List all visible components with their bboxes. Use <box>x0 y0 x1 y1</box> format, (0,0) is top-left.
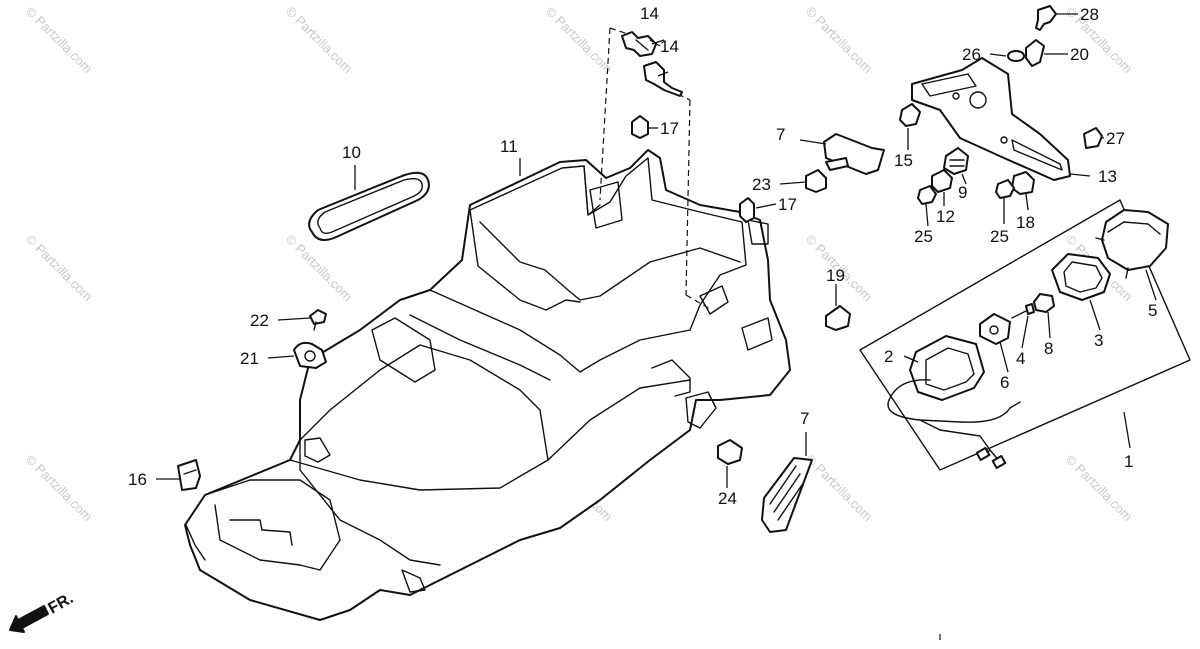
part-3-gasket[interactable] <box>1051 253 1111 301</box>
part-17-clip-upper[interactable] <box>631 115 649 139</box>
part-11-rear-fender[interactable] <box>184 149 791 621</box>
callout-28: 28 <box>1080 5 1099 24</box>
watermark: © Partzilla.com <box>23 4 96 77</box>
callout-7: 7 <box>800 409 809 428</box>
watermark: © Partzilla.com <box>283 4 356 77</box>
callout-27: 27 <box>1106 129 1125 148</box>
part-18-collar[interactable] <box>1011 171 1035 195</box>
callout-1: 1 <box>1124 452 1133 471</box>
part-15-nut[interactable] <box>899 103 921 127</box>
callout-24: 24 <box>718 489 737 508</box>
watermark: © Partzilla.com <box>23 452 96 525</box>
part-20-bracket[interactable] <box>1025 39 1045 67</box>
part-8-bolt[interactable] <box>1033 293 1055 313</box>
front-arrow-icon <box>9 605 49 633</box>
part-14-bolt-lower[interactable] <box>643 61 683 97</box>
part-9-grommet[interactable] <box>943 147 969 175</box>
part-26-washer[interactable] <box>1007 50 1025 62</box>
callout-18: 18 <box>1016 213 1035 232</box>
part-19-bulb[interactable] <box>825 305 851 331</box>
callout-9: 9 <box>958 183 967 202</box>
part-28-bolt[interactable] <box>1035 5 1057 31</box>
callout-21: 21 <box>240 349 259 368</box>
part-7-reflector-upper[interactable] <box>823 133 885 175</box>
callout-25: 25 <box>990 227 1009 246</box>
part-10-band[interactable] <box>308 171 430 241</box>
part-23-grommet[interactable] <box>805 169 827 193</box>
part-22-screw[interactable] <box>309 309 327 331</box>
callout-3: 3 <box>1094 331 1103 350</box>
callout-13: 13 <box>1098 167 1117 186</box>
part-4-screw[interactable] <box>1011 303 1035 319</box>
callout-8: 8 <box>1044 339 1053 358</box>
callout-4: 4 <box>1016 349 1025 368</box>
front-direction-indicator: FR. <box>9 590 77 633</box>
callout-25: 25 <box>914 227 933 246</box>
part-24-grommet[interactable] <box>717 439 743 465</box>
part-5-lens[interactable] <box>1095 209 1169 279</box>
callouts: 14 14 17 17 7 23 11 10 22 21 16 19 24 7 … <box>128 4 1157 508</box>
callout-14: 14 <box>660 37 679 56</box>
callout-11: 11 <box>500 137 518 156</box>
callout-19: 19 <box>826 266 845 285</box>
part-25-nut-right[interactable] <box>995 179 1015 199</box>
callout-5: 5 <box>1148 301 1157 320</box>
part-12-nut[interactable] <box>931 169 953 193</box>
callout-15: 15 <box>894 151 913 170</box>
callout-22: 22 <box>250 311 269 330</box>
part-1-taillight-assembly-outline <box>859 199 1191 471</box>
callout-2: 2 <box>884 347 893 366</box>
callout-14: 14 <box>640 4 659 23</box>
callout-12: 12 <box>936 207 955 226</box>
callout-6: 6 <box>1000 373 1009 392</box>
front-label: FR. <box>46 590 77 618</box>
watermark: © Partzilla.com <box>543 4 616 77</box>
callout-26: 26 <box>962 45 981 64</box>
callout-17: 17 <box>660 119 679 138</box>
part-13-license-bracket[interactable] <box>911 57 1071 181</box>
part-25-nut-left[interactable] <box>917 185 937 205</box>
callout-7: 7 <box>776 125 785 144</box>
part-14-bolt-upper[interactable] <box>621 31 657 57</box>
callout-23: 23 <box>752 175 771 194</box>
callout-20: 20 <box>1070 45 1089 64</box>
watermark: © Partzilla.com <box>283 232 356 305</box>
callout-10: 10 <box>342 143 361 162</box>
part-27-bolt[interactable] <box>1083 127 1103 149</box>
callout-16: 16 <box>128 470 147 489</box>
watermark: © Partzilla.com <box>803 452 876 525</box>
callout-17: 17 <box>778 195 797 214</box>
part-6-socket-plate[interactable] <box>979 313 1011 345</box>
part-21-clamp[interactable] <box>293 341 327 369</box>
part-17-clip-lower[interactable] <box>739 197 755 223</box>
watermark: © Partzilla.com <box>23 232 96 305</box>
part-16-clip[interactable] <box>177 459 201 491</box>
part-7-reflector-lower[interactable] <box>761 457 813 533</box>
part-2-housing[interactable] <box>887 335 1021 469</box>
watermark: © Partzilla.com <box>803 4 876 77</box>
leader-lines <box>156 13 1157 488</box>
